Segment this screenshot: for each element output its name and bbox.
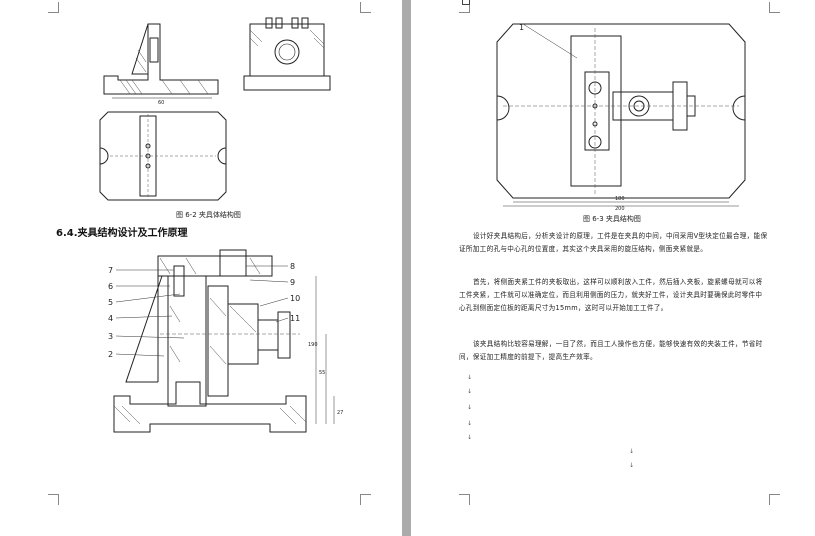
callout-number: 10 xyxy=(290,294,300,303)
paragraph-mark: ↓ xyxy=(629,462,635,469)
figure-caption-6-2: 图 6-2 夹具体结构图 xyxy=(176,211,241,219)
callout-number: 3 xyxy=(108,332,113,341)
paragraph-mark: ↓ xyxy=(467,374,473,381)
fixture-structure-drawing: 1 200 180 xyxy=(496,23,746,212)
margin-corner-mark xyxy=(48,494,59,505)
callout-number: 5 xyxy=(108,298,113,307)
dimension-label: 55 xyxy=(319,370,325,376)
margin-corner-mark xyxy=(459,494,470,505)
fixture-body-top-view xyxy=(99,111,227,201)
callout-number: 9 xyxy=(290,278,295,287)
callout-number: 1 xyxy=(519,23,524,32)
callout-number: 8 xyxy=(290,262,295,271)
text-cursor-marker xyxy=(462,0,470,5)
paragraph-mark: ↓ xyxy=(467,404,473,411)
margin-corner-mark xyxy=(48,2,59,13)
margin-corner-mark xyxy=(769,494,780,505)
paragraph-mark: ↓ xyxy=(467,434,473,441)
fixture-assembly-drawing: 190 55 27 7 6 5 4 3 2 8 9 10 11 xyxy=(108,249,343,433)
callout-number: 7 xyxy=(108,266,113,275)
callout-number: 4 xyxy=(108,314,113,323)
paragraph-mark: ↓ xyxy=(467,420,473,427)
callout-number: 11 xyxy=(290,314,300,323)
dimension-label: 27 xyxy=(337,410,343,416)
callout-number: 2 xyxy=(108,350,113,359)
document-page-right: 1 200 180 图 6-3 夹具结构图 设计好夹具结构后，分析夹设计的原理，… xyxy=(411,0,815,536)
margin-corner-mark xyxy=(769,2,780,13)
dimension-label: 180 xyxy=(615,196,625,202)
document-page-left: 60 图 6-2 夹具体结构图 6.4.夹具结构 xyxy=(0,0,402,536)
callout-number: 6 xyxy=(108,282,113,291)
paragraph-mark: ↓ xyxy=(467,388,473,395)
margin-corner-mark xyxy=(459,2,470,13)
margin-corner-mark xyxy=(360,2,371,13)
dimension-label: 60 xyxy=(158,100,164,106)
fixture-body-side-view xyxy=(243,17,331,91)
section-heading: 6.4.夹具结构设计及工作原理 xyxy=(56,228,188,239)
figure-caption-6-3: 图 6-3 夹具结构图 xyxy=(583,215,641,223)
margin-corner-mark xyxy=(360,494,371,505)
body-paragraph: 该夹具结构比较容易理解，一目了然，而且工人操作也方便，能够快速有效的夹装工件，节… xyxy=(459,340,763,361)
paragraph-mark: ↓ xyxy=(629,448,635,455)
body-paragraph: 首先，将侧面夹紧工件的夹板取出，这样可以顺利放入工件，然后插入夹板，旋紧螺母就可… xyxy=(459,278,763,312)
body-paragraph: 设计好夹具结构后，分析夹设计的原理，工件是在夹具的中间，中间采用V型块定位最合理… xyxy=(459,232,768,253)
fixture-body-front-view: 60 xyxy=(103,23,219,106)
dimension-label: 190 xyxy=(308,342,318,348)
dimension-label: 200 xyxy=(615,206,625,212)
